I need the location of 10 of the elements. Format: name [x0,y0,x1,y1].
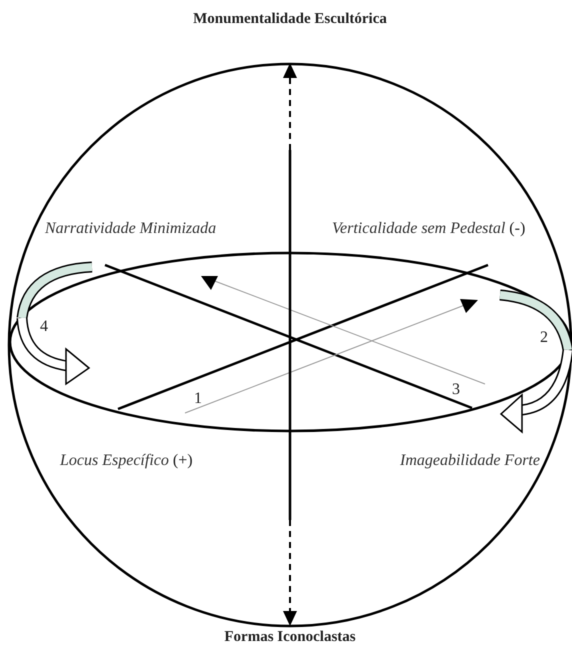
pole-label: Narratividade Minimizada [45,220,216,238]
axis-title: Monumentalidade Escultórica [193,10,387,28]
axis-title: Formas Iconoclastas [224,628,356,646]
callout-number: 2 [540,329,548,347]
callout-number: 1 [194,390,202,408]
pole-label: Locus Específico (+) [60,452,193,470]
pole-label: Verticalidade sem Pedestal (-) [332,220,526,238]
callout-number: 3 [452,381,460,399]
pole-label: Imageabilidade Forte [400,452,540,470]
callout-number: 4 [40,318,48,336]
